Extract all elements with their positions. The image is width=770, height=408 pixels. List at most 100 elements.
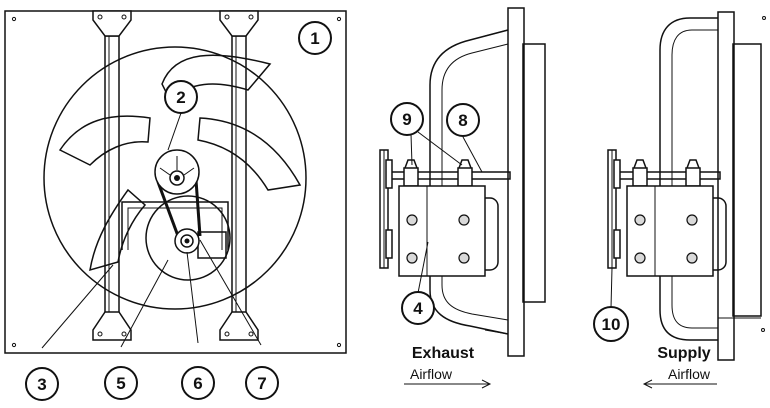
callout-label-5: 5 — [116, 374, 125, 393]
callout-label-8: 8 — [458, 111, 467, 130]
drive-belt — [194, 179, 202, 237]
support-rail-right — [231, 35, 247, 331]
panel-hole — [336, 342, 342, 348]
leader-lines — [41, 112, 613, 349]
exhaust-pulley-hub — [385, 159, 393, 189]
leader-line-4 — [417, 241, 429, 294]
exhaust-subtitle: Airflow — [410, 366, 453, 382]
callout-9: 9 — [390, 102, 424, 136]
leader-line-8 — [462, 136, 483, 173]
bracket-top-right — [219, 10, 259, 37]
bearing-cap — [633, 159, 647, 169]
bearing-cap — [404, 159, 418, 169]
exhaust-wall-plate — [507, 7, 525, 357]
support-rail-left — [104, 35, 120, 331]
callout-5: 5 — [104, 366, 138, 400]
motor-shaft — [184, 238, 190, 244]
supply-subtitle: Airflow — [668, 366, 711, 382]
bracket-hole — [248, 331, 254, 337]
exhaust-edge — [484, 29, 509, 37]
callout-label-2: 2 — [176, 88, 185, 107]
exhaust-plate-strip — [522, 43, 546, 303]
supply-guard — [659, 17, 718, 341]
callout-6: 6 — [181, 366, 215, 400]
callout-label-3: 3 — [37, 375, 46, 394]
leader-line-2 — [167, 112, 182, 151]
exhaust-guard-inner — [441, 43, 509, 321]
supply-bearings — [632, 159, 701, 187]
bearing-cap — [686, 159, 700, 169]
exhaust-edge — [484, 329, 509, 335]
front-panel — [4, 10, 347, 354]
exhaust-side-view — [379, 7, 546, 357]
callout-label-1: 1 — [310, 29, 319, 48]
fan-blade — [58, 115, 151, 166]
callout-7: 7 — [245, 366, 279, 400]
supply-wall-plate — [717, 11, 735, 361]
callout-2: 2 — [164, 80, 198, 114]
panel-hole — [11, 342, 17, 348]
bracket-hole — [224, 14, 230, 20]
leader-line-5 — [120, 259, 169, 348]
supply-plate-strip — [732, 43, 762, 317]
fan-blade — [89, 188, 147, 272]
callout-label-4: 4 — [413, 299, 423, 318]
venturi-ring — [43, 46, 307, 310]
supply-guard-inner — [671, 29, 718, 329]
exhaust-arrow-head-icon — [481, 379, 492, 389]
callout-label-6: 6 — [193, 374, 202, 393]
leader-line-10 — [610, 267, 613, 309]
fan-blade — [197, 117, 302, 191]
bearing — [685, 167, 701, 187]
supply-arrow-head-icon — [642, 379, 653, 389]
bearing — [632, 167, 648, 187]
panel-hole — [11, 16, 17, 22]
motor-bolt — [634, 252, 646, 264]
panel-hole — [336, 16, 342, 22]
supply-hole — [761, 328, 765, 332]
supply-pulley-hub — [613, 159, 621, 189]
callout-8: 8 — [446, 103, 480, 137]
bracket-hole — [121, 331, 127, 337]
fan-pulley-hub-inner — [174, 175, 180, 181]
bracket-top-left — [92, 10, 132, 37]
leader-line-3 — [41, 264, 114, 349]
exhaust-caption: Exhaust Airflow — [404, 345, 492, 389]
supply-side-view — [607, 11, 766, 361]
callout-label-7: 7 — [257, 374, 266, 393]
supply-shaft — [611, 171, 721, 180]
exhaust-pulley-hub — [385, 229, 393, 259]
bracket-hole — [121, 14, 127, 20]
supply-title: Supply — [657, 345, 710, 362]
callout-label-10: 10 — [602, 315, 621, 334]
motor-bolt — [686, 252, 698, 264]
leader-line-9 — [417, 131, 463, 166]
callouts: 1 2 3 5 6 7 9 8 — [25, 21, 629, 401]
bracket-hole — [224, 331, 230, 337]
fan-blades — [58, 54, 302, 272]
callout-label-9: 9 — [402, 110, 411, 129]
exhaust-bearings — [403, 159, 473, 187]
leader-line-9 — [410, 133, 413, 166]
bracket-bottom-left — [92, 311, 132, 341]
front-view — [4, 10, 347, 354]
leader-line-6 — [186, 251, 199, 344]
bearing — [403, 167, 419, 187]
callout-10: 10 — [593, 306, 629, 342]
bracket-hole — [97, 14, 103, 20]
motor-bolt — [458, 214, 470, 226]
leader-line-7 — [199, 239, 262, 346]
supply-pulley-hub — [613, 229, 621, 259]
motor-bolt — [634, 214, 646, 226]
callout-4: 4 — [401, 291, 435, 325]
supply-caption: Supply Airflow — [642, 345, 717, 389]
callout-3: 3 — [25, 367, 59, 401]
motor-frame-inner — [127, 207, 223, 250]
bracket-hole — [248, 14, 254, 20]
callout-1: 1 — [298, 21, 332, 55]
motor-housing — [145, 195, 231, 281]
exhaust-title: Exhaust — [412, 345, 475, 362]
motor-bolt — [406, 252, 418, 264]
bracket-hole — [97, 331, 103, 337]
